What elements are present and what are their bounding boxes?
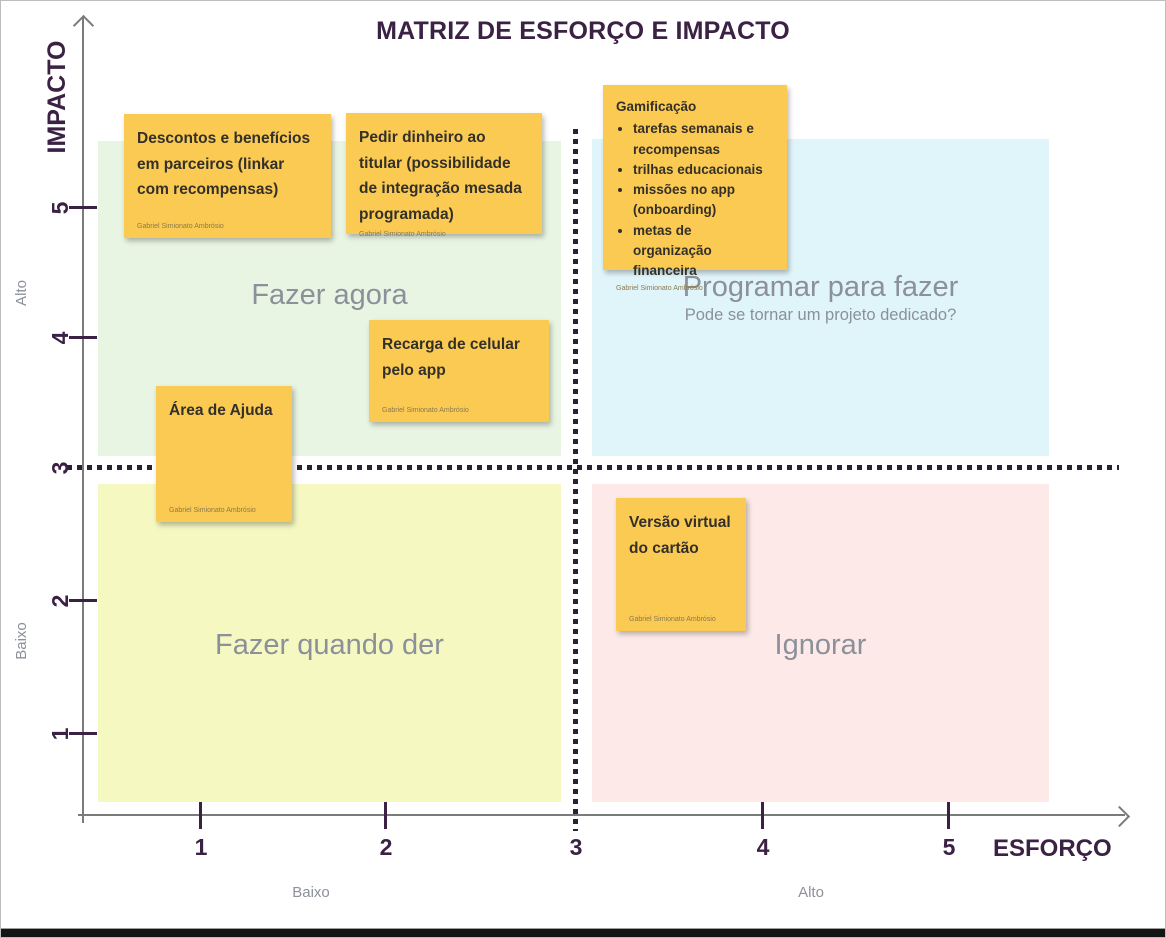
sticky-note-author: Gabriel Simionato Ambrósio (629, 616, 716, 623)
sticky-note-author: Gabriel Simionato Ambrósio (359, 231, 446, 239)
x-tick-5 (947, 802, 950, 829)
sticky-note-area-de-ajuda[interactable]: Área de Ajuda Gabriel Simionato Ambrósio (156, 386, 292, 522)
quadrant-label-programar-para-fazer: Programar para fazer (682, 271, 959, 303)
dashed-horizontal-divider (67, 465, 1119, 470)
screenshot-bottom-edge-bar (1, 928, 1165, 937)
x-tick-label-5: 5 (942, 834, 956, 860)
y-tick-1 (69, 732, 97, 735)
sticky-note-title: Gamificação (616, 99, 697, 114)
x-axis-title: ESFORÇO (993, 835, 1112, 862)
sticky-note-bullet: missões no app (onboarding) (633, 180, 774, 221)
y-tick-2 (69, 599, 97, 602)
x-tick-label-4: 4 (756, 834, 770, 860)
sticky-note-pedir-dinheiro-titular[interactable]: Pedir dinheiro ao titular (possibilidade… (346, 113, 542, 238)
x-axis-arrow-icon (1108, 805, 1131, 828)
sticky-note-text: Área de Ajuda (169, 402, 273, 419)
quadrant-sublabel-projeto-dedicado: Pode se tornar um projeto dedicado? (684, 306, 957, 324)
page-title: MATRIZ DE ESFORÇO E IMPACTO (376, 17, 790, 45)
sticky-note-text: Descontos e benefícios em parceiros (lin… (137, 130, 311, 199)
y-axis-line (82, 17, 84, 823)
sticky-note-bullet: trilhas educacionais (633, 160, 774, 180)
sticky-note-text: Versão virtual do cartão (629, 514, 731, 557)
x-zone-label-alto: Alto (798, 884, 824, 901)
quadrant-label-ignorar: Ignorar (774, 629, 867, 661)
sticky-note-bullet: metas de organização financeira (633, 221, 774, 282)
y-zone-label-baixo: Baixo (13, 622, 30, 660)
sticky-note-descontos-beneficios[interactable]: Descontos e benefícios em parceiros (lin… (124, 114, 331, 238)
sticky-note-text: Pedir dinheiro ao titular (possibilidade… (359, 129, 522, 223)
y-tick-label-2: 2 (46, 594, 73, 608)
sticky-note-gamificacao[interactable]: Gamificação tarefas semanais e recompens… (603, 85, 787, 292)
y-tick-label-3: 3 (46, 461, 73, 475)
y-tick-label-4: 4 (46, 331, 73, 345)
sticky-note-author: Gabriel Simionato Ambrósio (616, 285, 703, 293)
y-tick-4 (69, 336, 97, 339)
y-tick-5 (69, 206, 97, 209)
sticky-note-bullet: tarefas semanais e recompensas (633, 119, 774, 160)
x-zone-label-baixo: Baixo (292, 884, 330, 901)
x-tick-label-3: 3 (569, 834, 583, 860)
quadrant-label-fazer-agora: Fazer agora (251, 279, 408, 311)
quadrant-fazer-quando-der: Fazer quando der (98, 484, 561, 802)
sticky-note-author: Gabriel Simionato Ambrósio (137, 223, 224, 230)
sticky-note-author: Gabriel Simionato Ambrósio (382, 407, 469, 414)
x-tick-4 (761, 802, 764, 829)
sticky-note-author: Gabriel Simionato Ambrósio (169, 507, 256, 514)
sticky-note-versao-virtual-cartao[interactable]: Versão virtual do cartão Gabriel Simiona… (616, 498, 746, 631)
sticky-note-bullet-list: tarefas semanais e recompensas trilhas e… (633, 119, 774, 281)
sticky-note-recarga-celular[interactable]: Recarga de celular pelo app Gabriel Simi… (369, 320, 549, 422)
y-tick-label-1: 1 (46, 727, 73, 741)
x-tick-label-2: 2 (379, 834, 393, 860)
y-tick-label-5: 5 (46, 201, 73, 215)
x-tick-label-1: 1 (194, 834, 208, 860)
sticky-note-text: Recarga de celular pelo app (382, 336, 520, 379)
x-tick-2 (384, 802, 387, 829)
dashed-vertical-divider (573, 129, 578, 831)
x-axis-line (78, 814, 1125, 816)
x-tick-1 (199, 802, 202, 829)
y-zone-label-alto: Alto (13, 280, 30, 306)
y-axis-title: IMPACTO (43, 40, 71, 154)
quadrant-label-fazer-quando-der: Fazer quando der (215, 629, 444, 661)
sticky-note-text: Gamificação tarefas semanais e recompens… (616, 97, 774, 281)
